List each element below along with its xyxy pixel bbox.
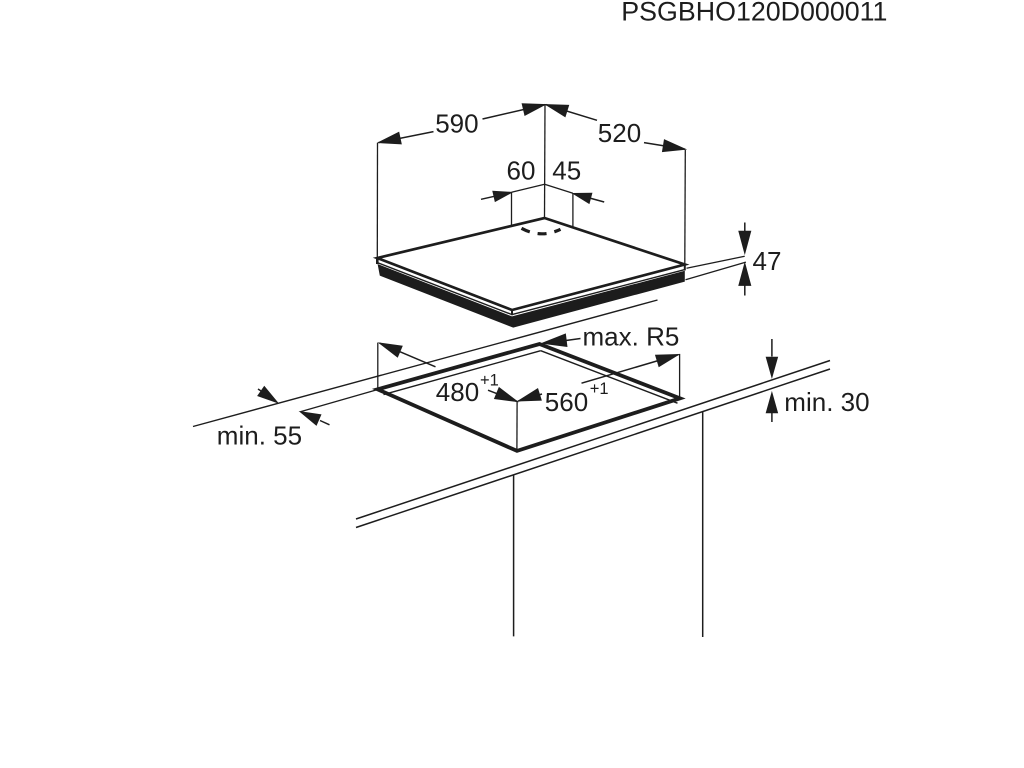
svg-text:+1: +1 xyxy=(590,380,609,398)
svg-text:590: 590 xyxy=(435,108,478,138)
svg-text:max. R5: max. R5 xyxy=(583,322,680,352)
svg-text:+1: +1 xyxy=(480,372,499,390)
svg-text:47: 47 xyxy=(753,246,782,276)
svg-text:480: 480 xyxy=(436,377,479,407)
svg-text:min. 55: min. 55 xyxy=(217,421,302,451)
svg-text:520: 520 xyxy=(598,118,641,148)
svg-text:min. 30: min. 30 xyxy=(784,387,869,417)
svg-text:45: 45 xyxy=(552,156,581,186)
svg-text:60: 60 xyxy=(507,156,536,186)
svg-text:560: 560 xyxy=(545,387,588,417)
svg-text:PSGBHO120D000011: PSGBHO120D000011 xyxy=(621,0,887,26)
